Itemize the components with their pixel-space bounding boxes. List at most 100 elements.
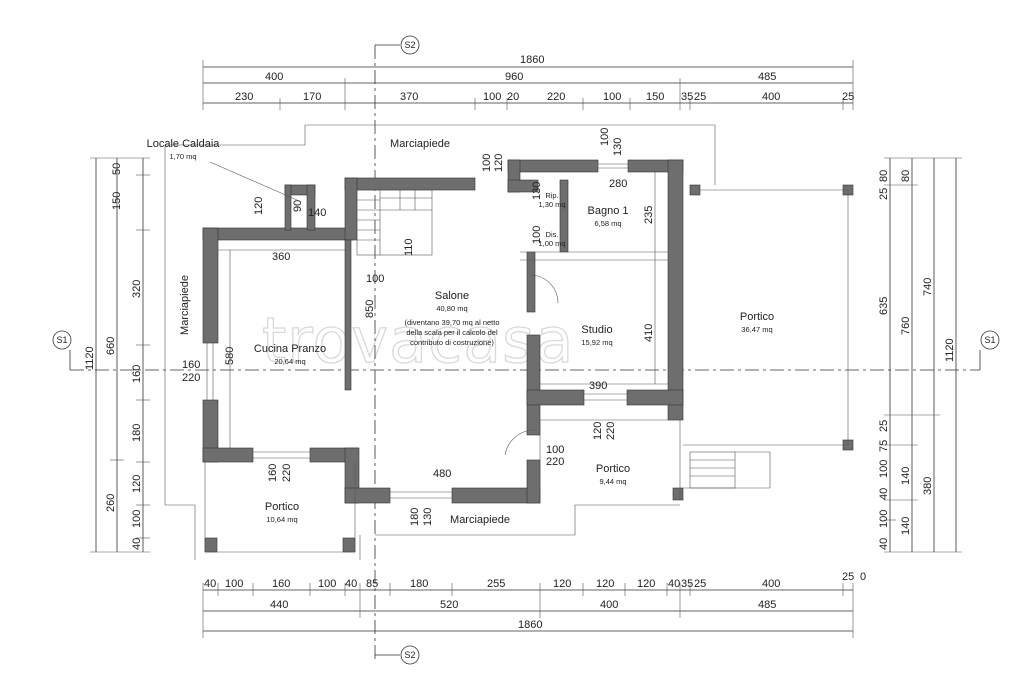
dim-bot-255: 255 bbox=[487, 578, 505, 590]
dim-inner-100c: 100 bbox=[531, 226, 543, 244]
dim-left-320: 320 bbox=[131, 280, 143, 298]
dim-inner-580: 580 bbox=[224, 347, 236, 365]
room-dis-area: 1,00 mq bbox=[538, 239, 565, 248]
dim-inner-120a: 120 bbox=[253, 197, 265, 215]
dim-inner-410: 410 bbox=[643, 324, 655, 342]
dim-top-20: 20 bbox=[507, 91, 519, 103]
dim-left-260: 260 bbox=[105, 494, 117, 512]
room-salone-name: Salone bbox=[435, 290, 469, 302]
right-dimensions: 25 80 635 25 75 100 40 100 40 80 760 140… bbox=[878, 157, 962, 553]
room-portico-big-name: Portico bbox=[740, 311, 774, 323]
dim-inner-100b: 100 bbox=[481, 154, 493, 172]
dim-bot-485: 485 bbox=[758, 599, 776, 611]
left-dimensions: 1120 660 260 50 150 320 160 180 120 100 … bbox=[84, 157, 150, 553]
room-cucina-name: Cucina Pranzo bbox=[254, 343, 326, 355]
bottom-dimensions: 40 100 160 100 40 85 180 255 120 120 120… bbox=[202, 571, 866, 638]
dim-inner-850: 850 bbox=[364, 300, 376, 318]
dim-inner-480: 480 bbox=[433, 468, 451, 480]
dim-inner-100a: 100 bbox=[366, 273, 384, 285]
top-dimensions: 1860 400 960 485 230 170 370 100 20 220 … bbox=[202, 54, 854, 110]
dim-inner-130c: 130 bbox=[422, 508, 434, 526]
dim-top-400b: 400 bbox=[762, 91, 780, 103]
dim-right-25b: 25 bbox=[878, 420, 890, 432]
dim-right-40b: 40 bbox=[878, 538, 890, 550]
dim-bot-120b: 120 bbox=[596, 578, 614, 590]
inner-lines bbox=[204, 163, 849, 553]
dim-inner-160: 160 bbox=[182, 359, 200, 371]
dim-inner-220d: 220 bbox=[281, 464, 293, 482]
dim-bot-100b: 100 bbox=[318, 578, 336, 590]
dim-inner-390: 390 bbox=[589, 380, 607, 392]
dim-right-140b: 140 bbox=[900, 517, 912, 535]
dim-bot-120c: 120 bbox=[637, 578, 655, 590]
dim-inner-235: 235 bbox=[643, 206, 655, 224]
dim-left-660: 660 bbox=[105, 337, 117, 355]
dim-inner-220: 220 bbox=[182, 372, 200, 384]
dim-left-120: 120 bbox=[131, 475, 143, 493]
marciapiede-left-label: Marciapiede bbox=[179, 275, 191, 335]
dim-right-380: 380 bbox=[922, 477, 934, 495]
dim-inner-220c: 220 bbox=[546, 456, 564, 468]
dim-right-100b: 100 bbox=[878, 510, 890, 528]
dim-inner-180: 180 bbox=[409, 508, 421, 526]
dim-right-total: 1120 bbox=[944, 338, 956, 362]
dim-top-485: 485 bbox=[758, 71, 776, 83]
dim-bot-35: 35 bbox=[681, 578, 693, 590]
dim-right-140: 140 bbox=[900, 467, 912, 485]
room-salone-note-3: contributo di costruzione) bbox=[410, 338, 494, 347]
dim-left-180: 180 bbox=[131, 424, 143, 442]
dim-bot-400c: 400 bbox=[600, 599, 618, 611]
dim-left-total: 1120 bbox=[84, 346, 96, 370]
dim-right-635: 635 bbox=[878, 297, 890, 315]
room-portico-small-name: Portico bbox=[265, 501, 299, 513]
dim-bot-0: 0 bbox=[860, 571, 866, 583]
dim-right-75: 75 bbox=[878, 440, 890, 452]
dim-top-35: 35 bbox=[681, 91, 693, 103]
room-salone-area: 40,80 mq bbox=[436, 304, 467, 313]
marciapiede-outline bbox=[164, 124, 716, 560]
room-portico-mid-area: 9,44 mq bbox=[599, 477, 626, 486]
dim-top-25b: 25 bbox=[842, 91, 854, 103]
dim-top-230: 230 bbox=[235, 91, 253, 103]
room-cucina-area: 20,64 mq bbox=[274, 357, 305, 366]
room-labels: Salone 40,80 mq (diventano 39,70 mq al n… bbox=[147, 138, 775, 526]
dim-inner-90: 90 bbox=[292, 200, 304, 212]
inner-dimensions: 360 580 160 220 120 90 140 100 110 850 1… bbox=[182, 128, 655, 526]
dim-right-80b: 80 bbox=[900, 170, 912, 182]
dim-inner-120c: 120 bbox=[592, 422, 604, 440]
dim-right-25: 25 bbox=[878, 188, 890, 200]
dim-top-total: 1860 bbox=[520, 54, 544, 66]
room-studio-name: Studio bbox=[581, 324, 612, 336]
dim-inner-100e: 100 bbox=[546, 444, 564, 456]
dim-top-25: 25 bbox=[694, 91, 706, 103]
dim-inner-280: 280 bbox=[609, 178, 627, 190]
dim-bot-160: 160 bbox=[272, 578, 290, 590]
dim-bot-total: 1860 bbox=[518, 619, 542, 631]
section-s1-left-label: S1 bbox=[56, 335, 67, 345]
room-portico-mid-name: Portico bbox=[596, 463, 630, 475]
dim-inner-160b: 160 bbox=[267, 464, 279, 482]
room-bagno-area: 6,58 mq bbox=[594, 219, 621, 228]
marciapiede-bottom-label: Marciapiede bbox=[450, 514, 510, 526]
dim-bot-100: 100 bbox=[225, 578, 243, 590]
dim-inner-360: 360 bbox=[272, 251, 290, 263]
dim-left-100: 100 bbox=[131, 510, 143, 528]
section-s2-top-label: S2 bbox=[404, 40, 415, 50]
dim-top-370: 370 bbox=[400, 91, 418, 103]
dim-bot-40b: 40 bbox=[345, 578, 357, 590]
dim-bot-25b: 25 bbox=[842, 571, 854, 583]
dim-bot-120: 120 bbox=[553, 578, 571, 590]
dim-inner-130b: 130 bbox=[612, 138, 624, 156]
marciapiede-top-label: Marciapiede bbox=[390, 138, 450, 150]
room-portico-big-area: 36,47 mq bbox=[741, 325, 772, 334]
room-dis-name: Dis. bbox=[546, 230, 559, 239]
dim-bot-440: 440 bbox=[270, 599, 288, 611]
room-portico-small-area: 10,64 mq bbox=[266, 515, 297, 524]
dim-left-40: 40 bbox=[131, 538, 143, 550]
room-salone-note-2: della scala per il calcolo del bbox=[406, 328, 498, 337]
dim-inner-220b: 220 bbox=[605, 422, 617, 440]
dim-left-150: 150 bbox=[111, 192, 123, 210]
section-s1-right-label: S1 bbox=[984, 335, 995, 345]
dim-top-100b: 100 bbox=[603, 91, 621, 103]
